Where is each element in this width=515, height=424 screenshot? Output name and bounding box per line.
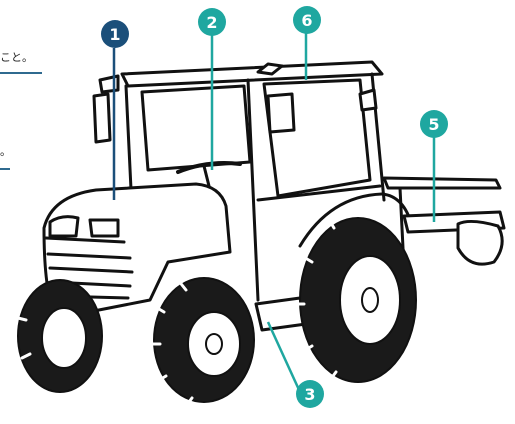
callout-number-5: 5 — [428, 115, 439, 134]
headlight-left — [50, 217, 78, 236]
callout-badge-2: 2 — [198, 8, 226, 36]
windshield — [142, 86, 250, 170]
implement-bar — [384, 178, 500, 188]
headlight-right — [90, 220, 118, 236]
cab-pillar-front-right — [248, 80, 258, 300]
mirror-right — [268, 94, 294, 132]
steering-wheel — [178, 163, 240, 172]
callout-badge-6: 6 — [293, 6, 321, 34]
callout-number-3: 3 — [304, 385, 315, 404]
rear-hub — [362, 288, 378, 312]
beacon — [100, 76, 118, 92]
callout-badge-5: 5 — [420, 110, 448, 138]
implement-cover — [458, 221, 502, 264]
mirror-left — [94, 94, 110, 142]
front-rim-left — [42, 308, 86, 368]
leader-line-3 — [268, 322, 300, 392]
callout-badge-1: 1 — [101, 20, 129, 48]
cab-lamp — [360, 90, 376, 110]
callout-badge-3: 3 — [296, 380, 324, 408]
callout-number-1: 1 — [109, 25, 120, 44]
callout-number-2: 2 — [206, 13, 217, 32]
cab-roof — [122, 62, 382, 86]
front-hub-right — [206, 334, 222, 354]
callout-number-6: 6 — [301, 11, 312, 30]
